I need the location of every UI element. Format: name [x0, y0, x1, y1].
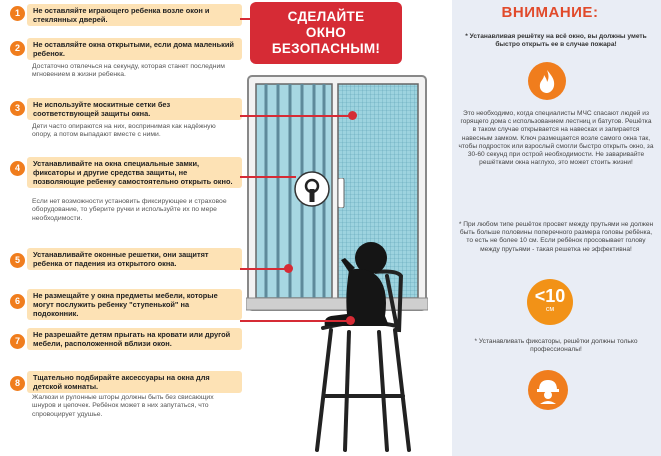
window-handle-icon	[337, 178, 345, 208]
callout-dot-5	[284, 264, 293, 273]
tip-number-3: 3	[10, 101, 25, 116]
warning-paragraph-2: Это необходимо, когда специалисты МЧС сп…	[458, 110, 654, 167]
warning-paragraph-3: * При любом типе решёток просвет между п…	[458, 221, 654, 253]
warning-paragraph-4: * Устанавливать фиксаторы, решётки должн…	[474, 338, 638, 354]
warning-paragraph-1: * Устанавливая решётку на всё окно, вы д…	[465, 33, 647, 49]
tip-number-5: 5	[10, 253, 25, 268]
title-banner: СДЕЛАЙТЕ ОКНО БЕЗОПАСНЫМ!	[250, 2, 402, 64]
child-silhouette-icon	[315, 242, 411, 452]
callout-line-5	[240, 268, 288, 270]
callout-dot-6	[346, 316, 355, 325]
callout-line-6	[240, 320, 350, 322]
tip-4-title: Устанавливайте на окна специальные замки…	[27, 157, 242, 188]
title-line-1: СДЕЛАЙТЕ	[287, 9, 365, 24]
tip-number-8: 8	[10, 376, 25, 391]
window-lock-icon	[294, 171, 330, 207]
title-line-3: БЕЗОПАСНЫМ!	[271, 41, 381, 56]
max-gap-unit: см	[545, 306, 555, 313]
tip-2-description: Достаточно отвлечься на секунду, которая…	[32, 63, 225, 79]
tip-8-title: Тщательно подбирайте аксессуары на окна …	[27, 371, 242, 393]
tip-6-title: Не размещайте у окна предметы мебели, ко…	[27, 289, 242, 320]
fire-icon	[528, 62, 566, 100]
tip-number-6: 6	[10, 294, 25, 309]
title-line-2: ОКНО	[305, 25, 347, 40]
max-gap-value: <10	[534, 286, 566, 306]
tip-number-7: 7	[10, 334, 25, 349]
max-gap-badge: <10 см	[527, 279, 573, 325]
callout-line-3	[240, 115, 352, 117]
tip-8-description: Жалюзи и рулонные шторы должны быть без …	[32, 394, 214, 418]
tip-3-title: Не используйте москитные сетки без соотв…	[27, 98, 242, 120]
tip-number-2: 2	[10, 41, 25, 56]
tip-2-title: Не оставляйте окна открытыми, если дома …	[27, 38, 242, 60]
tip-3-description: Дети часто опираются на них, воспринимая…	[32, 123, 216, 139]
tip-number-4: 4	[10, 161, 25, 176]
callout-line-1	[240, 18, 262, 20]
tip-5-title: Устанавливайте оконные решетки, они защи…	[27, 248, 242, 270]
tip-1-title: Не оставляйте играющего ребенка возле ок…	[27, 4, 242, 26]
callout-dot-3	[348, 111, 357, 120]
warning-title: ВНИМАНИЕ:	[501, 4, 599, 21]
worker-helmet-icon	[528, 370, 568, 410]
callout-line-4	[240, 176, 296, 178]
tip-number-1: 1	[10, 6, 25, 21]
tip-7-title: Не разрешайте детям прыгать на кровати и…	[27, 328, 242, 350]
tip-4-description: Если нет возможности установить фиксирую…	[32, 198, 227, 222]
